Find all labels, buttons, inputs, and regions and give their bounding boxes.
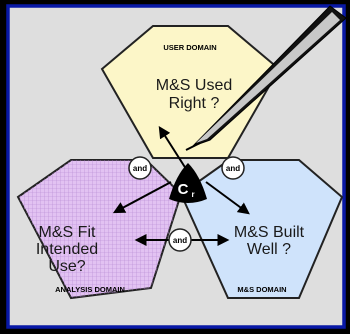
and-label-left: and bbox=[133, 164, 147, 173]
ms-question-line-2: Well ? bbox=[247, 241, 291, 258]
analysis-question-line-2: Intended bbox=[36, 241, 98, 258]
and-label-bottom: and bbox=[173, 236, 187, 245]
ms-question-line-1: M&S Built bbox=[234, 224, 305, 241]
and-connector-bottom: and bbox=[168, 228, 192, 252]
and-connector-left: and bbox=[128, 156, 152, 180]
user-question-line-1: M&S Used bbox=[156, 77, 232, 94]
pen-pointer-icon bbox=[185, 5, 347, 151]
user-question-line-2: Right ? bbox=[169, 95, 220, 112]
analysis-question-line-3: Use? bbox=[48, 258, 85, 275]
arrow-to-user bbox=[158, 125, 189, 173]
analysis-question-line-1: M&S Fit bbox=[39, 224, 96, 241]
and-connector-right: and bbox=[221, 156, 245, 180]
hex-analysis-domain bbox=[16, 159, 183, 300]
ms-domain-label: M&S DOMAIN bbox=[237, 285, 286, 294]
and-label-right: and bbox=[226, 164, 240, 173]
center-subscript: r bbox=[191, 190, 194, 199]
center-badge-shape bbox=[169, 163, 207, 203]
user-domain-label: USER DOMAIN bbox=[163, 43, 216, 52]
arrow-to-ms bbox=[205, 181, 250, 215]
center-symbol: C bbox=[178, 181, 189, 198]
arrow-to-analysis bbox=[112, 181, 172, 214]
analysis-domain-label: ANALYSIS DOMAIN bbox=[55, 285, 125, 294]
